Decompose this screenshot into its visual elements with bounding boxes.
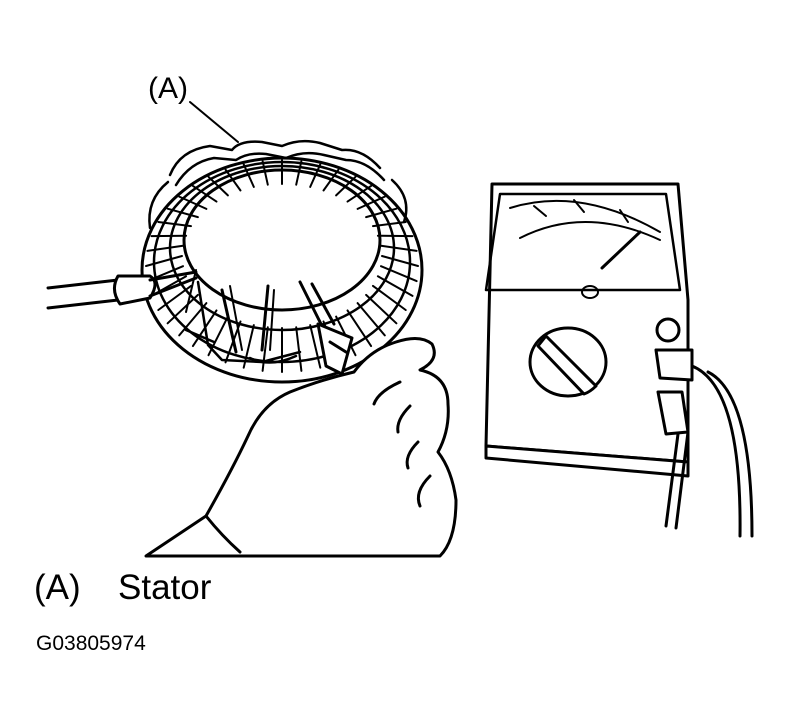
stator-slot [178,195,208,210]
stator-slot [372,284,407,311]
figure-code: G03805974 [36,632,146,655]
stator-slot [309,163,322,188]
right-test-probe-icon [298,280,354,376]
stator-slot [242,163,255,188]
callout-leader-line [189,101,239,143]
stator-slot [376,275,414,297]
stator-slot [166,293,199,325]
stator-slot [335,175,357,197]
stator-slot [309,324,322,369]
stator-slot [356,302,386,337]
stator-slot [380,265,418,283]
stator-slot [380,244,418,252]
stator-slot [207,175,229,197]
stator-slot [146,244,184,252]
stator-slot [381,255,419,267]
ohmmeter-icon [484,182,754,538]
stator-slot [157,221,192,228]
stator-slot [322,168,340,192]
stator-slot [191,184,218,203]
stator-slot [261,326,269,372]
stator-slot [365,293,398,325]
stator-slot [157,284,192,311]
stator-slot [295,326,303,372]
hand-icon [144,337,458,558]
stator-icon [140,139,424,384]
stator-slot [372,221,407,228]
callout-label-a: (A) [148,72,188,105]
stator-slot [145,255,183,267]
stator-slot [356,195,386,210]
left-test-probe-icon [46,269,198,313]
stator-slot [166,207,199,219]
stator-slot [365,207,398,219]
stator-slot [295,160,303,186]
stator-slot [346,184,373,203]
legend-name: Stator [118,568,212,607]
stator-slot [261,160,269,186]
legend-letter: (A) [34,568,81,607]
stator-slot [224,168,242,192]
stator-slot [346,309,373,348]
